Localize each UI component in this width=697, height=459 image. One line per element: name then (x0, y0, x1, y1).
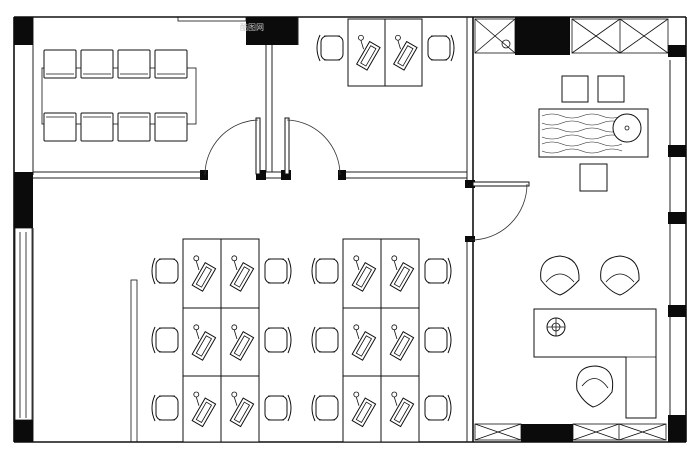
manager-office (474, 18, 669, 441)
top-window-cabinets (474, 18, 669, 54)
office-chair (424, 257, 452, 285)
column-right-3 (668, 212, 686, 224)
open-office (130, 238, 452, 443)
office-chair (311, 326, 339, 354)
left-window (14, 227, 33, 421)
workstation-desk (380, 375, 420, 443)
column-right-2 (668, 145, 686, 157)
column-top-middle (246, 17, 298, 45)
office-chair (311, 257, 339, 285)
structural-columns (14, 17, 686, 442)
meeting-chair (80, 112, 114, 142)
stool (561, 75, 589, 103)
office-chair (424, 326, 452, 354)
small-office-door (284, 117, 341, 176)
column-manager-bottom (521, 424, 573, 442)
lounge-chair (540, 255, 580, 296)
column-right-5 (668, 415, 686, 442)
office-chair (316, 34, 344, 62)
manager-chair (576, 365, 614, 408)
bottom-window-cabinets (474, 423, 667, 441)
internal-partitions (33, 16, 475, 242)
column-bottom-left (14, 420, 33, 442)
meeting-room-door (204, 117, 261, 176)
office-chair (264, 394, 292, 422)
workstation-desk (220, 307, 260, 378)
tea-table (538, 108, 649, 158)
office-chair (311, 394, 339, 422)
meeting-chair (154, 112, 188, 142)
workstation-desk (384, 18, 423, 87)
open-office-counter (130, 279, 138, 443)
meeting-chairs (43, 49, 188, 142)
stool (579, 163, 608, 192)
office-chair (264, 257, 292, 285)
meeting-chair (43, 112, 77, 142)
workstation-desk (182, 238, 222, 309)
meeting-chair (117, 112, 151, 142)
workstation-desk (182, 375, 222, 443)
small-office (316, 18, 455, 87)
meeting-chair (117, 49, 151, 79)
meeting-room (41, 49, 197, 142)
office-chair (151, 394, 179, 422)
lounge-chair (600, 255, 640, 296)
workstation-desk (342, 238, 382, 309)
column-right-1 (668, 45, 686, 57)
office-chair (264, 326, 292, 354)
workstation-desk (380, 238, 420, 309)
column-manager-top (515, 17, 570, 55)
column-left-middle (14, 172, 33, 228)
workstation-desk (380, 307, 420, 378)
manager-office-door (469, 181, 530, 241)
workstation-desk (182, 307, 222, 378)
workstation-desk (342, 375, 382, 443)
office-chair (427, 34, 455, 62)
doors (204, 117, 530, 241)
office-chair (424, 394, 452, 422)
workstation-desk (220, 238, 260, 309)
watermark: 酷图网 (240, 22, 264, 32)
workstation-desk (347, 18, 386, 87)
office-chair (151, 257, 179, 285)
column-top-left (14, 17, 33, 45)
workstation-desk (342, 307, 382, 378)
workstation-desk (220, 375, 260, 443)
column-right-4 (668, 305, 686, 317)
manager-desk (533, 308, 657, 419)
meeting-chair (43, 49, 77, 79)
meeting-chair (154, 49, 188, 79)
plant-icon (501, 39, 511, 49)
stool (597, 75, 625, 103)
meeting-chair (80, 49, 114, 79)
office-chair (151, 326, 179, 354)
